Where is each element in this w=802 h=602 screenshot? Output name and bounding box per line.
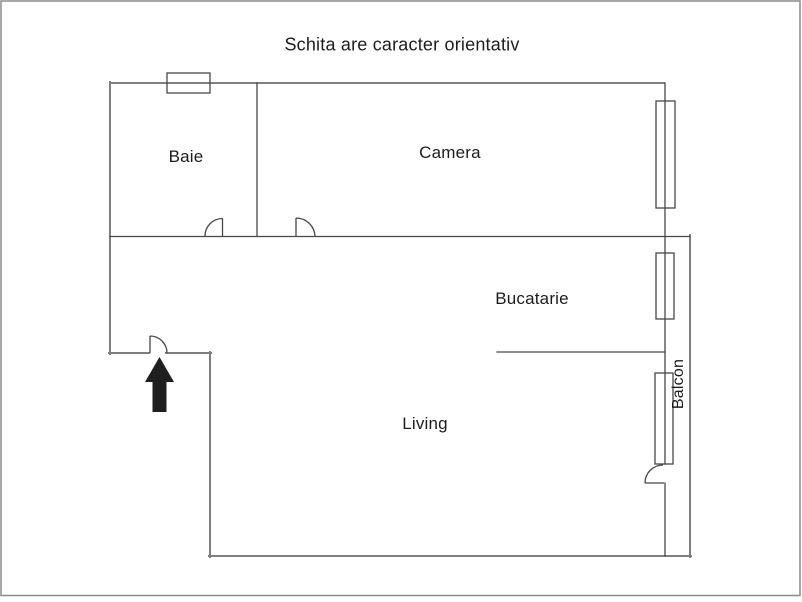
door-camera	[295, 217, 316, 237]
window-bucatarie	[655, 252, 675, 320]
room-label-living: Living	[402, 414, 448, 433]
doors	[149, 217, 664, 484]
window-camera	[655, 100, 676, 209]
room-label-balcon: Balcon	[670, 358, 687, 410]
windows	[166, 72, 676, 465]
interior-walls	[109, 82, 691, 557]
window-baie	[166, 72, 211, 94]
door-baie	[204, 217, 224, 237]
page-title: Schita are caracter orientativ	[284, 34, 520, 55]
outer-walls	[108, 81, 692, 558]
window-living	[654, 372, 674, 465]
entrance-arrow-icon	[145, 357, 174, 412]
door-balcony	[644, 464, 664, 484]
room-label-bucatarie: Bucatarie	[495, 289, 569, 308]
room-label-camera: Camera	[419, 143, 481, 162]
door-entrance	[149, 335, 168, 354]
room-label-baie: Baie	[168, 147, 204, 166]
